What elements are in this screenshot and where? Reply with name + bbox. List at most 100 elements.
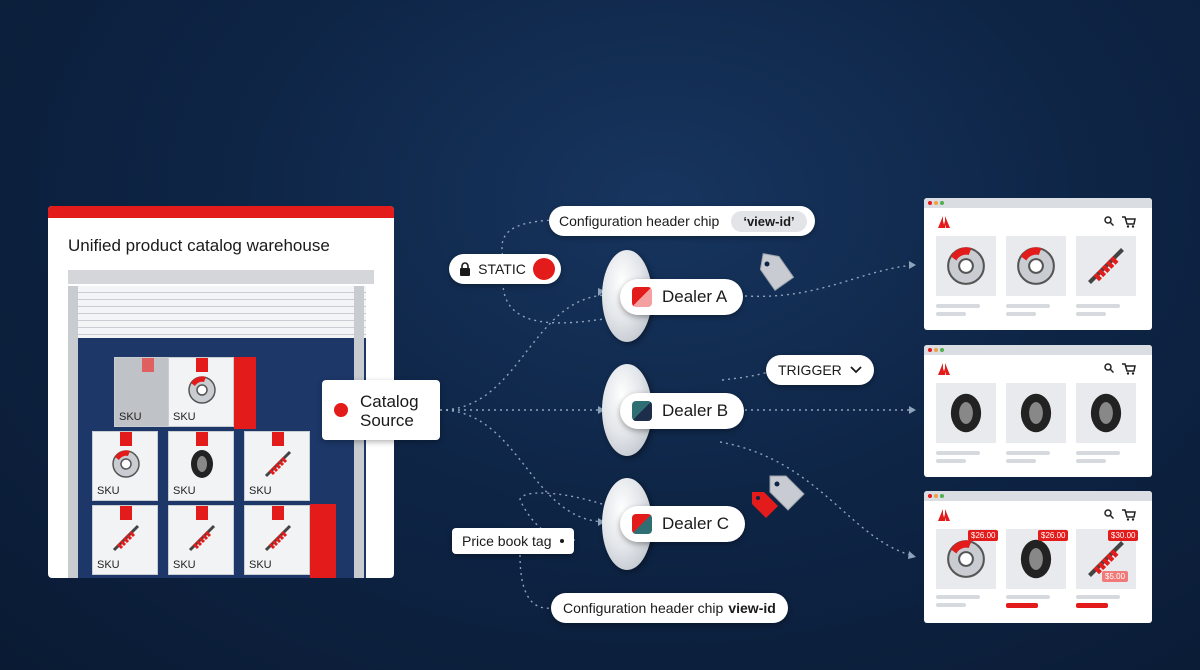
storefront-dealer-a (924, 198, 1152, 330)
box-tape (142, 358, 154, 372)
line-static-to-lens-a (502, 281, 611, 324)
tire-icon (191, 450, 213, 478)
price-book-tag[interactable]: Price book tag (452, 528, 574, 554)
sku-label: SKU (173, 559, 196, 571)
warehouse-title: Unified product catalog warehouse (68, 236, 330, 255)
dealer-b-swatch (632, 401, 652, 421)
browser-bar (924, 198, 1152, 208)
tire-icon (950, 393, 982, 433)
shock-absorber-icon (1088, 541, 1124, 577)
dealer-a-label: Dealer A (662, 287, 728, 306)
arrow-head (909, 406, 916, 414)
config-header-chip-bottom[interactable]: Configuration header chip view-id (551, 593, 788, 623)
line-dealer-b-to-store-3 (719, 441, 915, 557)
tire-icon (1020, 393, 1052, 433)
sale-price-badge: $5.00 (1102, 571, 1129, 582)
cart-icon[interactable] (1122, 363, 1136, 375)
dealer-b-label: Dealer B (662, 401, 729, 420)
price-badge: $30.00 (1108, 530, 1139, 541)
dealer-a-node[interactable]: Dealer A (620, 279, 744, 315)
dealer-c-swatch (632, 514, 652, 534)
box-tape (196, 432, 208, 446)
adobe-logo-icon (938, 363, 950, 375)
box-tape (120, 506, 132, 520)
dealer-b-node[interactable]: Dealer B (620, 393, 745, 429)
catalog-source-label: Catalog Source (360, 392, 419, 430)
static-status-dot (532, 258, 555, 280)
brake-disc-icon (112, 450, 140, 478)
price-book-label: Price book tag (462, 533, 552, 549)
sku-box-shock: SKU (168, 505, 234, 575)
product-card[interactable] (1076, 383, 1136, 443)
search-icon[interactable] (1104, 509, 1114, 519)
search-icon[interactable] (1104, 216, 1114, 226)
arrow-head (909, 261, 916, 269)
box-tape (272, 432, 284, 446)
warehouse-top-bar (48, 206, 394, 218)
product-card[interactable] (1006, 383, 1066, 443)
line-catalog-to-dealer-a (439, 294, 606, 411)
tag-hole (559, 539, 564, 543)
line-config-to-static (501, 219, 556, 259)
brake-disc-icon (947, 540, 985, 578)
browser-bar (924, 491, 1152, 501)
adobe-logo-icon (938, 216, 950, 228)
line-catalog-to-dealer-c (439, 409, 606, 523)
cart-icon[interactable] (1122, 216, 1136, 228)
static-label: STATIC (478, 261, 526, 277)
dealer-c-label: Dealer C (662, 514, 730, 533)
warehouse-post-left (68, 286, 78, 578)
arrow-head (598, 406, 605, 414)
line-dealer-a-to-store-1 (744, 264, 915, 298)
sku-label: SKU (97, 559, 120, 571)
config-header-chip-label: Configuration header chip (559, 213, 720, 229)
sku-box-brake: SKU (92, 431, 158, 501)
sku-label: SKU (119, 411, 142, 423)
box-tape (196, 506, 208, 520)
box-tape (272, 506, 284, 520)
lock-icon (460, 262, 470, 276)
dealer-c-node[interactable]: Dealer C (620, 506, 746, 542)
catalog-source-dot (334, 403, 348, 417)
brake-disc-icon (1017, 247, 1055, 285)
product-card[interactable] (1006, 236, 1066, 296)
sku-label: SKU (97, 485, 120, 497)
search-icon[interactable] (1104, 363, 1114, 373)
sku-box-brake: SKU (168, 357, 234, 427)
line-pricebook-to-lens-c (519, 492, 606, 506)
trigger-dropdown[interactable]: TRIGGER (766, 355, 874, 385)
storefront-dealer-c: $26.00 $26.00 $30.00 $5.00 (924, 491, 1152, 623)
sku-box-shock: SKU (92, 505, 158, 575)
static-chip[interactable]: STATIC (449, 254, 561, 284)
dealer-a-swatch (632, 287, 652, 307)
view-id-value: view-id (728, 600, 776, 616)
line-pricebook-to-config (519, 554, 553, 609)
price-badge: $26.00 (1038, 530, 1069, 541)
product-card[interactable] (936, 236, 996, 296)
shock-absorber-icon (264, 524, 292, 552)
cart-icon[interactable] (1122, 509, 1136, 521)
arrow-head (598, 288, 605, 296)
adobe-logo-icon (938, 509, 950, 521)
shock-absorber-icon (188, 524, 216, 552)
sku-label: SKU (173, 485, 196, 497)
browser-bar (924, 345, 1152, 355)
view-id-chip: ‘view-id’ (731, 210, 807, 232)
shock-absorber-icon (1088, 248, 1124, 284)
sku-box-shock: SKU (244, 431, 310, 501)
shock-absorber-icon (264, 450, 292, 478)
product-card[interactable] (936, 383, 996, 443)
line-trigger (721, 371, 769, 381)
brake-disc-icon (947, 247, 985, 285)
sku-label: SKU (173, 411, 196, 423)
catalog-source-node[interactable]: Catalog Source (322, 380, 440, 440)
warehouse-awning (68, 270, 374, 284)
product-card[interactable] (1076, 236, 1136, 296)
trigger-label: TRIGGER (778, 362, 842, 378)
shock-absorber-icon (112, 524, 140, 552)
config-header-chip-top[interactable]: Configuration header chip ‘view-id’ (549, 206, 815, 236)
arrow-head (598, 518, 605, 526)
sku-box-shock: SKU (244, 505, 310, 575)
sku-label: SKU (249, 485, 272, 497)
box-tape (120, 432, 132, 446)
